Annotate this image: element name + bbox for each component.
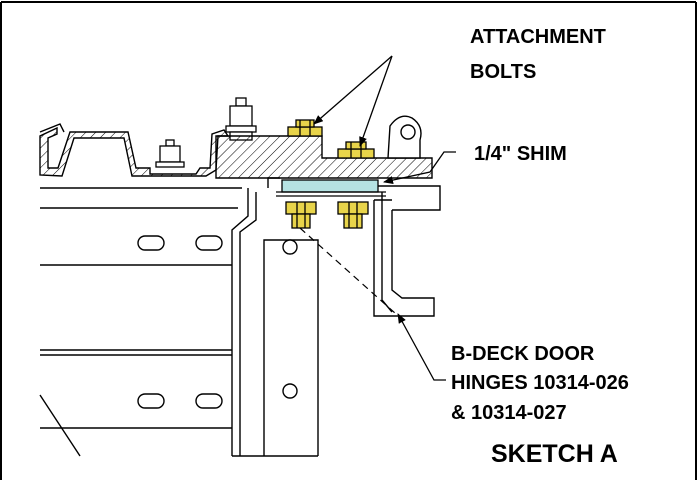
deck-panel-channel bbox=[39, 123, 230, 177]
label-hinge-line2: HINGES 10314-026 bbox=[451, 372, 629, 394]
sketch-title: SKETCH A bbox=[491, 440, 618, 468]
hinge-nut-right bbox=[337, 201, 369, 229]
label-hinge-line1: B-DECK DOOR bbox=[451, 343, 595, 365]
attachment-bolt-right bbox=[337, 141, 375, 159]
vertical-post bbox=[231, 188, 319, 457]
leader-bolt-right bbox=[359, 55, 393, 147]
hinge-body bbox=[267, 177, 441, 317]
post-hole-lower bbox=[282, 383, 298, 399]
leader-shim bbox=[383, 151, 456, 184]
bracket-lug bbox=[387, 115, 422, 159]
door-frame-rails bbox=[39, 187, 242, 457]
slot-upper-left bbox=[137, 235, 165, 251]
label-shim: 1/4" SHIM bbox=[474, 143, 567, 165]
attachment-bolt-left bbox=[287, 119, 323, 137]
label-hinge-line3: & 10314-027 bbox=[451, 402, 567, 424]
hinge-hidden-line bbox=[299, 227, 397, 315]
slot-upper-right bbox=[195, 235, 223, 251]
leader-bolt-left bbox=[313, 55, 393, 125]
leader-lines bbox=[313, 55, 456, 381]
upper-nut-stack bbox=[225, 97, 257, 141]
rail-slots bbox=[137, 235, 223, 409]
label-attachment-line2: BOLTS bbox=[470, 61, 536, 83]
label-attachment-line1: ATTACHMENT bbox=[470, 26, 606, 48]
slot-lower-right bbox=[195, 393, 223, 409]
lower-nut-stack bbox=[155, 139, 185, 168]
slot-lower-left bbox=[137, 393, 165, 409]
lug-hole bbox=[400, 124, 416, 140]
post-hole-upper bbox=[282, 239, 298, 255]
shim-plate bbox=[276, 179, 386, 197]
leader-hinge bbox=[397, 313, 446, 381]
hinge-nut-left bbox=[285, 201, 317, 229]
